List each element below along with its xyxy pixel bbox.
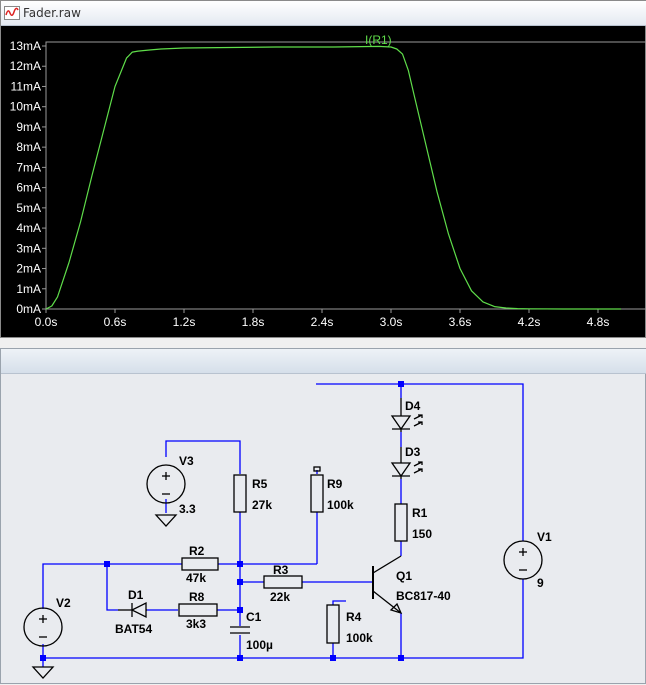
schematic-window: D4 D3 R1 150 V1 9 Q1 BC817-40 V3 3.3 R5 … [0, 348, 646, 684]
label-r9-value: 100k [327, 498, 354, 512]
y-tick-label: 8mA [16, 140, 41, 154]
label-v3-value: 3.3 [179, 502, 196, 516]
resistor-r2[interactable] [181, 557, 219, 571]
label-r5-value: 27k [252, 498, 272, 512]
y-tick-label: 11mA [11, 79, 41, 93]
x-tick-label: 4.2s [518, 315, 541, 329]
legend-label-i-r1[interactable]: I(R1) [365, 33, 392, 47]
label-c1-value: 100µ [246, 638, 273, 652]
transistor-q1[interactable] [372, 555, 403, 615]
resistor-r5[interactable] [233, 474, 247, 513]
label-d4: D4 [405, 399, 421, 413]
label-d1: D1 [128, 588, 144, 602]
label-q1: Q1 [396, 569, 412, 583]
label-d1-value: BAT54 [115, 622, 152, 636]
x-tick-label: 4.8s [587, 315, 610, 329]
resistor-r3[interactable] [263, 575, 303, 589]
r9-terminal [313, 466, 321, 472]
x-tick-label: 3.6s [449, 315, 472, 329]
y-tick-label: 4mA [16, 221, 41, 235]
y-tick-label: 10mA [10, 100, 41, 114]
label-r2-value: 47k [186, 571, 206, 585]
label-d3: D3 [405, 445, 421, 459]
label-r1-value: 150 [412, 527, 432, 541]
schematic-titlebar[interactable] [1, 349, 646, 374]
resistor-r8[interactable] [178, 603, 218, 617]
x-tick-label: 1.8s [242, 315, 265, 329]
label-r3: R3 [273, 563, 289, 577]
label-v1: V1 [537, 530, 552, 544]
voltage-source-v2[interactable] [23, 607, 63, 647]
y-tick-label: 12mA [10, 59, 41, 73]
x-tick-label: 1.2s [173, 315, 196, 329]
label-r8-value: 3k3 [186, 617, 206, 631]
ground-main [31, 666, 55, 679]
label-r4-value: 100k [346, 631, 373, 645]
label-r5: R5 [252, 477, 268, 491]
y-tick-label: 1mA [16, 282, 41, 296]
wires [42, 383, 524, 667]
ground-v3 [154, 514, 178, 527]
label-c1: C1 [246, 610, 262, 624]
series-line-i-r1[interactable] [45, 45, 621, 310]
label-r1: R1 [412, 506, 428, 520]
resistor-r9[interactable] [310, 474, 324, 513]
label-v1-value: 9 [537, 576, 544, 590]
y-tick-label: 2mA [16, 262, 41, 276]
x-tick-label: 0.6s [104, 315, 127, 329]
resistor-r1[interactable] [394, 503, 408, 542]
y-tick-label: 0mA [16, 302, 41, 316]
waveform-window: Fader.raw 0mA 1mA 2mA 3mA 4mA 5mA 6mA 7mA 8mA 9mA… [0, 0, 646, 338]
schematic-canvas[interactable]: D4 D3 R1 150 V1 9 Q1 BC817-40 V3 3.3 R5 … [1, 374, 646, 685]
y-tick-label: 6mA [16, 181, 41, 195]
schematic-labels: D4 D3 R1 150 V1 9 Q1 BC817-40 V3 3.3 R5 … [56, 399, 552, 652]
plot-axes: 0mA 1mA 2mA 3mA 4mA 5mA 6mA 7mA 8mA 9mA 10mA 11mA 12… [10, 39, 646, 329]
resistor-r4[interactable] [326, 604, 340, 644]
y-tick-label: 5mA [16, 201, 41, 215]
plot-series [45, 45, 621, 310]
x-tick-label: 2.4s [311, 315, 334, 329]
y-tick-label: 3mA [16, 241, 41, 255]
waveform-titlebar[interactable]: Fader.raw [1, 1, 646, 26]
plot-legend: I(R1) [365, 33, 392, 47]
waveform-icon [4, 6, 20, 20]
label-v2: V2 [56, 596, 71, 610]
x-tick-label: 0.0s [35, 315, 58, 329]
plot-frame [45, 41, 646, 310]
components [23, 398, 543, 679]
voltage-source-v3[interactable] [146, 464, 186, 504]
y-tick-label: 13mA [10, 39, 41, 53]
label-r4: R4 [346, 610, 362, 624]
led-d3[interactable] [390, 447, 423, 479]
junctions [40, 381, 404, 661]
led-d4[interactable] [390, 398, 423, 432]
y-tick-label: 7mA [16, 160, 41, 174]
label-v3: V3 [179, 454, 194, 468]
waveform-plot[interactable]: 0mA 1mA 2mA 3mA 4mA 5mA 6mA 7mA 8mA 9mA 10mA 11mA 12… [1, 26, 646, 339]
label-r9: R9 [327, 477, 343, 491]
capacitor-c1[interactable] [230, 626, 250, 634]
waveform-title: Fader.raw [23, 6, 81, 20]
label-r8: R8 [189, 590, 205, 604]
pane-divider[interactable] [0, 338, 646, 348]
y-tick-label: 9mA [16, 120, 41, 134]
label-r3-value: 22k [270, 590, 290, 604]
voltage-source-v1[interactable] [503, 540, 543, 580]
label-r2: R2 [189, 544, 205, 558]
diode-d1[interactable] [118, 601, 147, 619]
x-tick-label: 3.0s [380, 315, 403, 329]
label-q1-value: BC817-40 [396, 589, 451, 603]
